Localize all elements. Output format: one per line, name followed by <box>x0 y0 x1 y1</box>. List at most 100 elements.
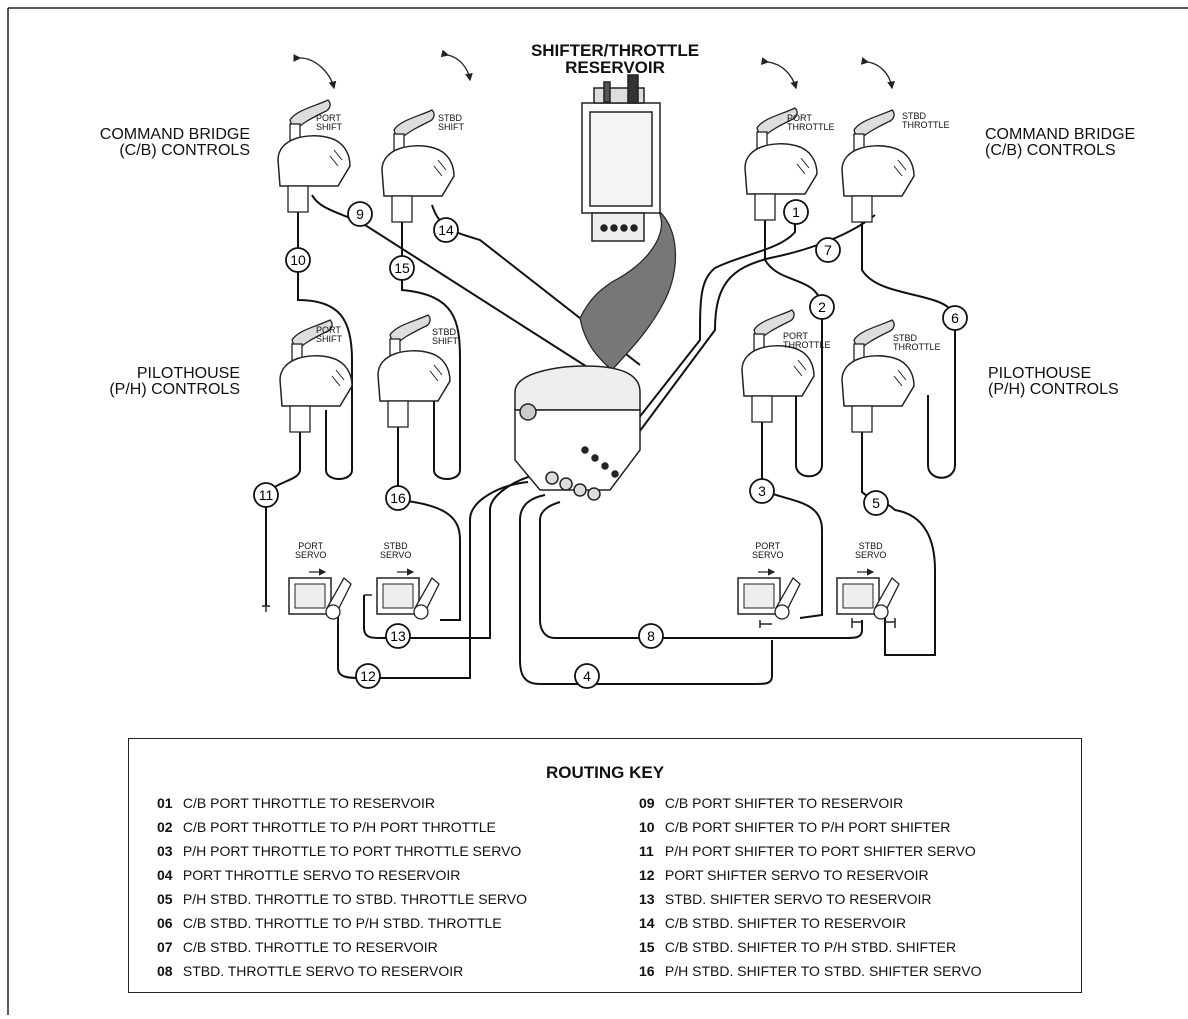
routing-key-row: 04 PORT THROTTLE SERVO TO RESERVOIR <box>157 867 527 891</box>
routing-key-row: 03 P/H PORT THROTTLE TO PORT THROTTLE SE… <box>157 843 527 867</box>
right-command-bridge-label: COMMAND BRIDGE (C/B) CONTROLS <box>985 127 1175 159</box>
right-ph-label-line2: (P/H) CONTROLS <box>988 382 1178 398</box>
routing-key-number: 15 <box>639 939 661 955</box>
route-number-circle: 15 <box>390 256 414 280</box>
route-number-circle: 13 <box>386 624 410 648</box>
route-number-circle: 2 <box>810 295 834 319</box>
routing-key-text: C/B STBD. SHIFTER TO P/H STBD. SHIFTER <box>665 939 956 955</box>
route-number: 2 <box>818 299 826 315</box>
servo-endstops <box>262 595 895 628</box>
routing-key-row: 13 STBD. SHIFTER SERVO TO RESERVOIR <box>639 891 982 915</box>
routing-key-text: C/B PORT THROTTLE TO P/H PORT THROTTLE <box>183 819 496 835</box>
routing-key-text: C/B STBD. SHIFTER TO RESERVOIR <box>665 915 906 931</box>
left-stbd-servo <box>377 572 439 619</box>
routing-key-number: 12 <box>639 867 661 883</box>
left-port-servo-label: PORTSERVO <box>295 542 326 560</box>
route-number-circle: 1 <box>784 200 808 224</box>
left-ph-label-line2: (P/H) CONTROLS <box>60 382 240 398</box>
route-number-circle: 8 <box>639 624 663 648</box>
cb-stbd-shift-label-2: SHIFT <box>438 123 464 132</box>
routing-key-number: 16 <box>639 963 661 979</box>
routing-key-text: C/B STBD. THROTTLE TO RESERVOIR <box>183 939 438 955</box>
routing-key-text: C/B PORT SHIFTER TO P/H PORT SHIFTER <box>665 819 951 835</box>
routing-key-text: P/H STBD. SHIFTER TO STBD. SHIFTER SERVO <box>665 963 982 979</box>
route-number-circle: 11 <box>254 483 278 507</box>
routing-key-text: PORT SHIFTER SERVO TO RESERVOIR <box>665 867 929 883</box>
left-port-servo <box>289 572 351 619</box>
routing-key-number: 03 <box>157 843 179 859</box>
reservoir-title-line1: SHIFTER/THROTTLE <box>505 42 725 59</box>
reservoir-title: SHIFTER/THROTTLE RESERVOIR <box>505 42 725 76</box>
routing-key-row: 15 C/B STBD. SHIFTER TO P/H STBD. SHIFTE… <box>639 939 982 963</box>
left-cb-label-line1: COMMAND BRIDGE <box>60 127 250 143</box>
cable-route-11 <box>266 410 300 605</box>
routing-key-row: 12 PORT SHIFTER SERVO TO RESERVOIR <box>639 867 982 891</box>
route-number-circle: 7 <box>816 238 840 262</box>
left-command-bridge-label: COMMAND BRIDGE (C/B) CONTROLS <box>60 127 250 159</box>
route-number-circle: 4 <box>575 664 599 688</box>
route-number-circle: 10 <box>286 248 310 272</box>
routing-key-row: 10 C/B PORT SHIFTER TO P/H PORT SHIFTER <box>639 819 982 843</box>
route-number: 1 <box>792 204 800 220</box>
routing-key-row: 07 C/B STBD. THROTTLE TO RESERVOIR <box>157 939 527 963</box>
route-number-circle: 9 <box>348 202 372 226</box>
route-number: 5 <box>872 495 880 511</box>
routing-key-number: 01 <box>157 795 179 811</box>
route-number-circle: 14 <box>434 218 458 242</box>
route-number: 10 <box>290 252 306 268</box>
routing-key-text: C/B PORT THROTTLE TO RESERVOIR <box>183 795 435 811</box>
routing-key-text: P/H STBD. THROTTLE TO STBD. THROTTLE SER… <box>183 891 527 907</box>
routing-key-right-column: 09 C/B PORT SHIFTER TO RESERVOIR10 C/B P… <box>639 795 982 987</box>
routing-key-number: 08 <box>157 963 179 979</box>
right-stbd-servo <box>837 572 899 619</box>
routing-key-row: 05 P/H STBD. THROTTLE TO STBD. THROTTLE … <box>157 891 527 915</box>
route-number-circle: 12 <box>356 664 380 688</box>
cb-stbd-throttle-label-2: THROTTLE <box>902 121 950 130</box>
route-number: 15 <box>394 260 410 276</box>
routing-key-row: 02 C/B PORT THROTTLE TO P/H PORT THROTTL… <box>157 819 527 843</box>
routing-key-text: STBD. SHIFTER SERVO TO RESERVOIR <box>665 891 932 907</box>
cb-port-shift-label-2: SHIFT <box>316 123 342 132</box>
right-port-servo-label-2: SERVO <box>752 551 783 560</box>
routing-key-row: 14 C/B STBD. SHIFTER TO RESERVOIR <box>639 915 982 939</box>
routing-key-row: 08 STBD. THROTTLE SERVO TO RESERVOIR <box>157 963 527 987</box>
right-stbd-servo-label-2: SERVO <box>855 551 886 560</box>
route-number: 9 <box>356 206 364 222</box>
routing-key-number: 07 <box>157 939 179 955</box>
cb-stbd-shift-label: STBDSHIFT <box>438 114 464 132</box>
left-port-servo-label-2: SERVO <box>295 551 326 560</box>
route-number: 14 <box>438 222 454 238</box>
right-cb-label-line1: COMMAND BRIDGE <box>985 127 1175 143</box>
routing-key-title: ROUTING KEY <box>129 763 1081 783</box>
right-ph-label-line1: PILOTHOUSE <box>988 366 1178 382</box>
routing-key-number: 14 <box>639 915 661 931</box>
right-port-servo <box>738 572 800 619</box>
junction-pedestal <box>515 366 640 500</box>
left-cb-label-line2: (C/B) CONTROLS <box>60 143 250 159</box>
routing-key-text: C/B STBD. THROTTLE TO P/H STBD. THROTTLE <box>183 915 502 931</box>
route-number-circle: 16 <box>386 486 410 510</box>
routing-key-number: 06 <box>157 915 179 931</box>
routing-key-left-column: 01 C/B PORT THROTTLE TO RESERVOIR02 C/B … <box>157 795 527 987</box>
routing-key-number: 04 <box>157 867 179 883</box>
routing-key-row: 01 C/B PORT THROTTLE TO RESERVOIR <box>157 795 527 819</box>
right-port-servo-label: PORTSERVO <box>752 542 783 560</box>
ph-port-shift-label-2: SHIFT <box>316 335 342 344</box>
routing-key-text: STBD. THROTTLE SERVO TO RESERVOIR <box>183 963 463 979</box>
right-cb-label-line2: (C/B) CONTROLS <box>985 143 1175 159</box>
route-number: 3 <box>758 483 766 499</box>
ph-stbd-throttle-label-2: THROTTLE <box>893 343 941 352</box>
route-number-circle: 3 <box>750 479 774 503</box>
cable-route-5 <box>862 410 935 655</box>
route-number: 8 <box>647 628 655 644</box>
route-number: 7 <box>824 242 832 258</box>
cable-route-4 <box>520 495 772 684</box>
routing-key-number: 10 <box>639 819 661 835</box>
